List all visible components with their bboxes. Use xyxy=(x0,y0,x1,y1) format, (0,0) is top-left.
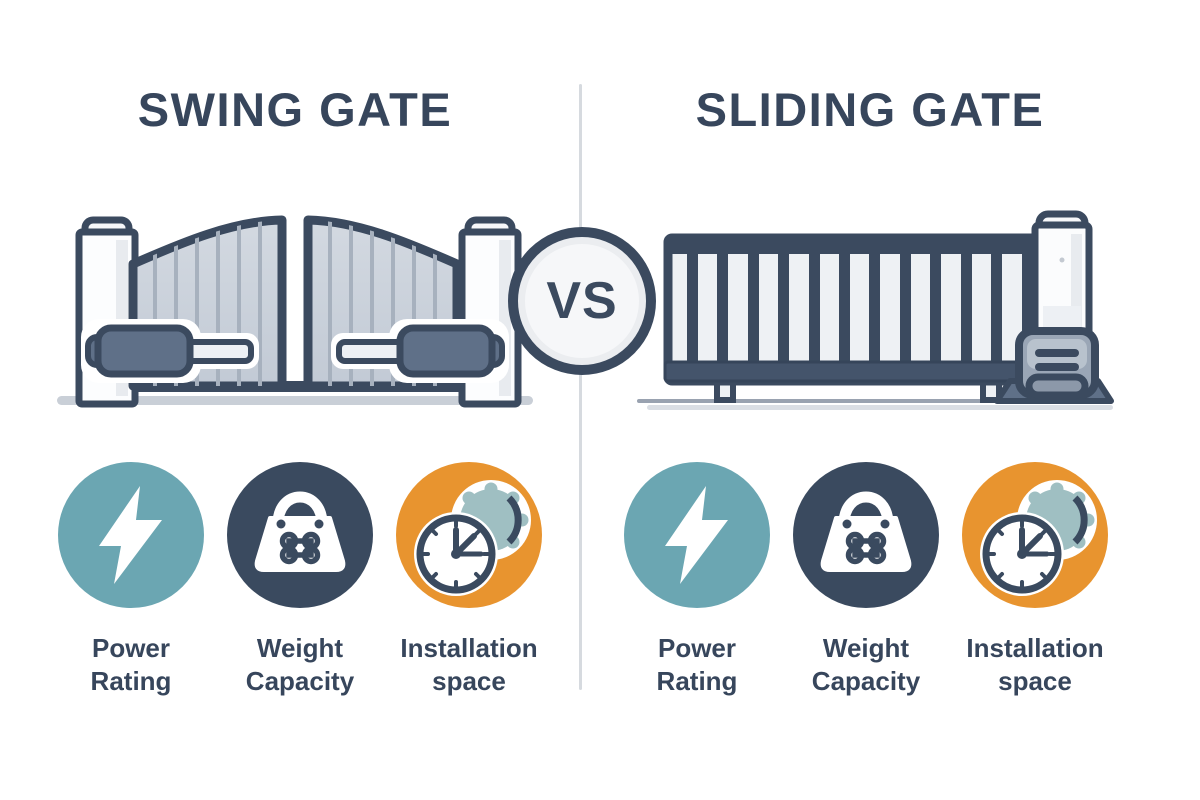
feature-label: Weight Capacity xyxy=(245,633,355,697)
feature-label: Weight Capacity xyxy=(811,633,921,697)
left-gate-motor xyxy=(81,319,259,383)
lightning-bolt-icon xyxy=(665,486,728,584)
feature-installation-space: Installation space xyxy=(960,462,1110,698)
clock-gear-icon xyxy=(414,480,531,596)
weight-capacity-badge xyxy=(227,462,373,608)
feature-power-rating: Power Rating xyxy=(56,462,206,698)
weight-bag-icon xyxy=(820,491,912,572)
feature-label: Power Rating xyxy=(656,633,738,697)
power-rating-badge xyxy=(624,462,770,608)
feature-weight-capacity: Weight Capacity xyxy=(225,462,375,698)
ground-shadow xyxy=(57,396,533,405)
feature-weight-capacity: Weight Capacity xyxy=(791,462,941,698)
ground-rail-shadow xyxy=(647,405,1113,410)
vs-badge: VS xyxy=(508,227,656,375)
clock-gear-icon xyxy=(980,480,1097,596)
power-rating-badge xyxy=(58,462,204,608)
feature-label: Installation space xyxy=(400,633,538,697)
right-gate-motor xyxy=(331,319,509,383)
weight-capacity-badge xyxy=(793,462,939,608)
feature-installation-space: Installation space xyxy=(394,462,544,698)
sliding-gate-frame xyxy=(663,233,1087,386)
lightning-bolt-icon xyxy=(99,486,162,584)
sliding-gate-motor xyxy=(994,327,1114,404)
swing-gate-illustration xyxy=(57,215,533,408)
command-ornament xyxy=(845,531,887,565)
vs-label: VS xyxy=(546,272,618,330)
sliding-gate-illustration xyxy=(637,210,1114,410)
feature-label: Installation space xyxy=(966,633,1104,697)
installation-space-badge xyxy=(962,462,1108,608)
installation-space-badge xyxy=(396,462,542,608)
swing-gate-features: Power Rating Weight Capacity xyxy=(56,462,544,698)
feature-label: Power Rating xyxy=(90,633,172,697)
sliding-gate-features: Power Rating Weight Capacity xyxy=(622,462,1110,698)
command-ornament xyxy=(279,531,321,565)
swing-gate-title: SWING GATE xyxy=(137,83,453,136)
center-divider-line xyxy=(579,84,582,690)
weight-bag-icon xyxy=(254,491,346,572)
sliding-gate-title: SLIDING GATE xyxy=(695,83,1045,136)
feature-power-rating: Power Rating xyxy=(622,462,772,698)
